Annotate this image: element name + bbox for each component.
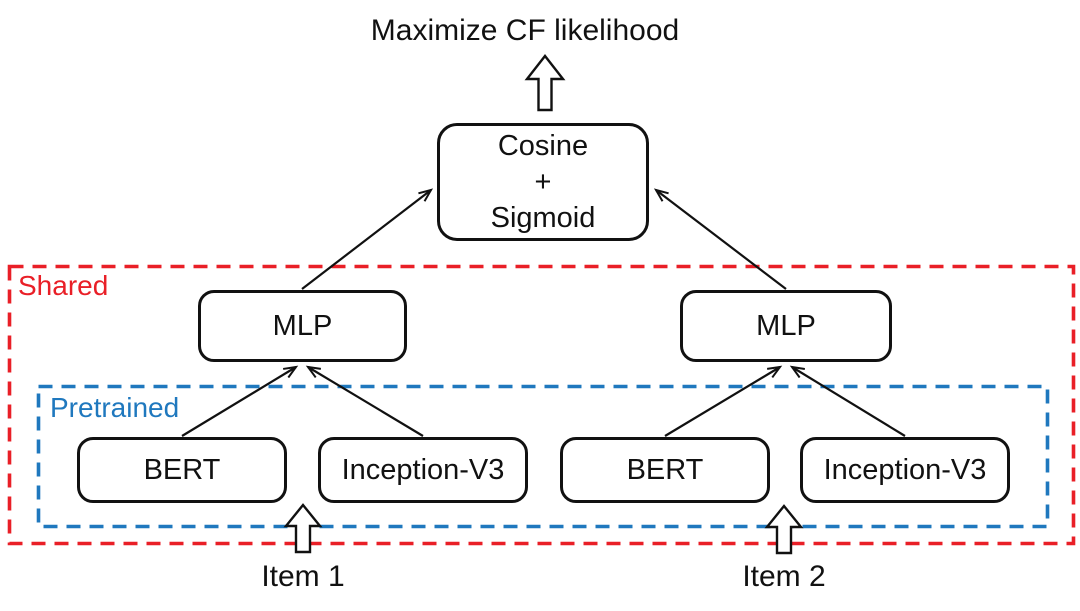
arrow-bert-right-to-mlp: [664, 365, 783, 437]
pretrained-region-label: Pretrained: [50, 392, 180, 423]
arrow-mlp-right-to-cosine: [653, 188, 787, 290]
arrow-inception-right-to-mlp: [789, 365, 906, 437]
inception-left-node: Inception-V3: [318, 437, 528, 503]
cosine-sigmoid-line1: Cosine: [497, 130, 589, 162]
arrow-inception-left-to-mlp: [305, 365, 424, 437]
shared-region-label: Shared: [18, 270, 109, 301]
mlp-left-node: MLP: [198, 290, 407, 362]
item1-label: Item 1: [261, 560, 345, 593]
inception-right-node: Inception-V3: [800, 437, 1010, 503]
item2-label: Item 2: [742, 560, 826, 593]
up-arrow-icon-likelihood: [524, 54, 566, 112]
bert-right-node: BERT: [560, 437, 770, 503]
inception-right-label: Inception-V3: [823, 454, 987, 486]
bert-left-node: BERT: [77, 437, 287, 503]
up-arrow-icon-item1: [283, 503, 323, 554]
arrow-mlp-left-to-cosine: [301, 188, 434, 290]
mlp-right-node: MLP: [680, 290, 892, 362]
bert-right-label: BERT: [626, 454, 704, 486]
cosine-sigmoid-line2: +: [534, 166, 552, 198]
objective-label: Maximize CF likelihood: [370, 14, 680, 47]
inception-left-label: Inception-V3: [341, 454, 505, 486]
cosine-sigmoid-line3: Sigmoid: [490, 202, 596, 234]
arrow-bert-left-to-mlp: [181, 365, 299, 437]
mlp-left-label: MLP: [272, 310, 333, 342]
up-arrow-icon-item2: [764, 504, 804, 555]
shared-region-outline: [7, 264, 1076, 546]
mlp-right-label: MLP: [756, 310, 816, 342]
bert-left-label: BERT: [143, 454, 221, 486]
cosine-sigmoid-node: Cosine + Sigmoid: [437, 123, 649, 241]
